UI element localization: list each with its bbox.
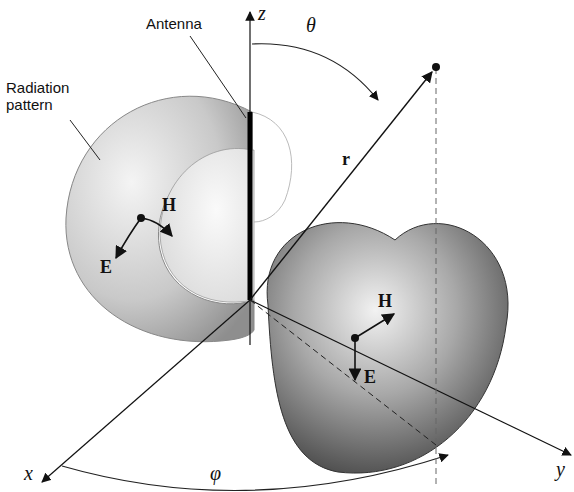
r-vector [250,72,432,300]
y-axis [250,300,571,455]
field-label: H [378,292,392,312]
field-label: E [364,368,376,388]
leader-line [70,120,100,160]
z-axis [249,12,250,345]
antenna-rod [248,112,253,300]
lobe-cut-face [160,148,254,302]
vertical-drop [436,68,437,488]
axis-label: y [556,458,565,480]
projection-line [250,300,436,445]
e-arrow [354,338,356,380]
lobe-edge [252,112,292,222]
leader-line [190,36,246,118]
h-arrow [355,314,394,338]
x-axis [42,300,250,482]
axis-label: x [24,462,33,484]
theta-arc [252,44,378,100]
h-arrow [141,218,172,236]
right-lobe [267,223,508,473]
part-label: Antenna [146,16,202,33]
axis-label: z [258,2,266,24]
angle-label: θ [306,14,316,36]
left-lobe [66,96,254,342]
field-label: E [100,258,112,278]
field-label: H [162,196,176,216]
angle-label: φ [210,462,221,484]
e-arrow [116,218,141,258]
vector-label: r [342,150,350,170]
part-label: Radiation pattern [6,80,86,113]
field-point [432,63,440,71]
